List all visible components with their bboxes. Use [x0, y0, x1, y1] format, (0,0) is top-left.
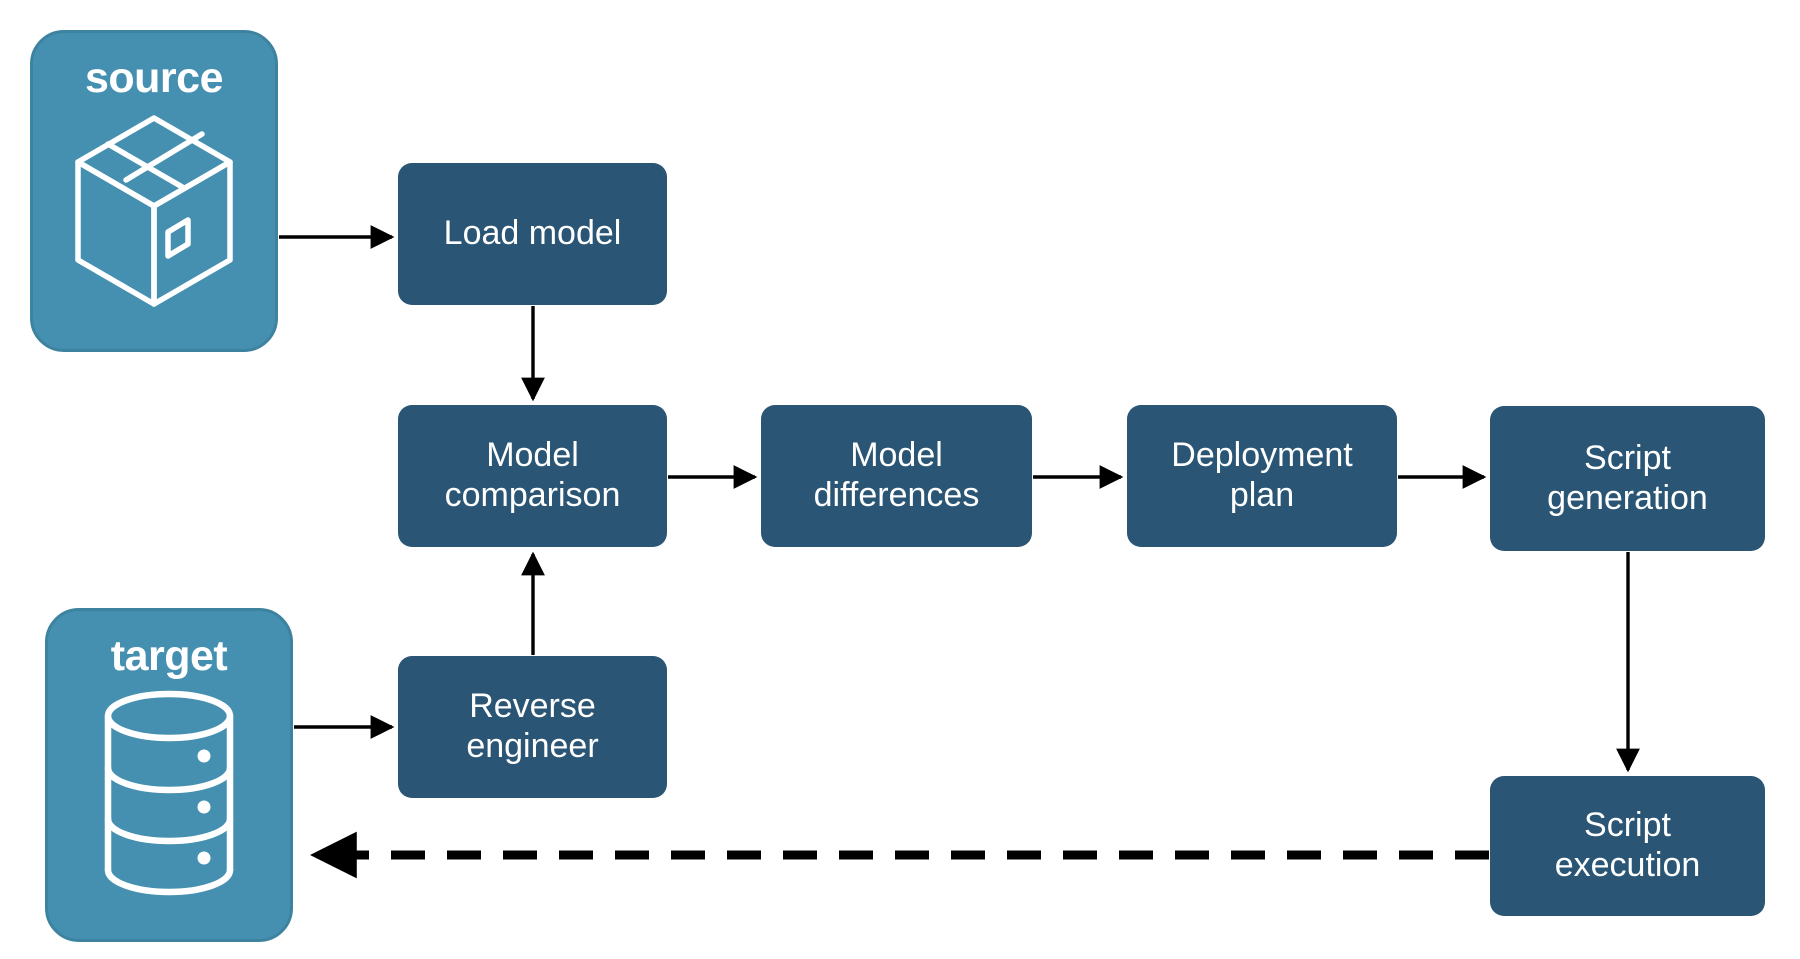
endpoint-label-target: target [110, 632, 228, 680]
process-box-script-generation[interactable]: Script generation [1490, 406, 1765, 551]
process-label-model-comparison: Model comparison [444, 436, 621, 514]
process-box-load-model[interactable]: Load model [398, 163, 667, 305]
process-label-deployment-plan: Deployment plan [1171, 436, 1353, 514]
process-box-deployment-plan[interactable]: Deployment plan [1127, 405, 1397, 547]
process-box-reverse-engineer[interactable]: Reverse engineer [398, 656, 667, 798]
process-box-model-comparison[interactable]: Model comparison [398, 405, 667, 547]
endpoint-card-source[interactable]: source [30, 30, 278, 352]
process-label-model-differences: Model differences [813, 436, 980, 514]
database-cylinder-icon [94, 688, 244, 908]
process-label-script-execution: Script execution [1554, 806, 1701, 884]
process-box-model-differences[interactable]: Model differences [761, 405, 1032, 547]
process-label-reverse-engineer: Reverse engineer [466, 687, 599, 765]
process-label-load-model: Load model [443, 214, 622, 253]
process-box-script-execution[interactable]: Script execution [1490, 776, 1765, 916]
package-box-icon [64, 110, 244, 315]
endpoint-label-source: source [84, 54, 224, 102]
process-label-script-generation: Script generation [1547, 438, 1708, 517]
endpoint-card-target[interactable]: target [45, 608, 293, 942]
